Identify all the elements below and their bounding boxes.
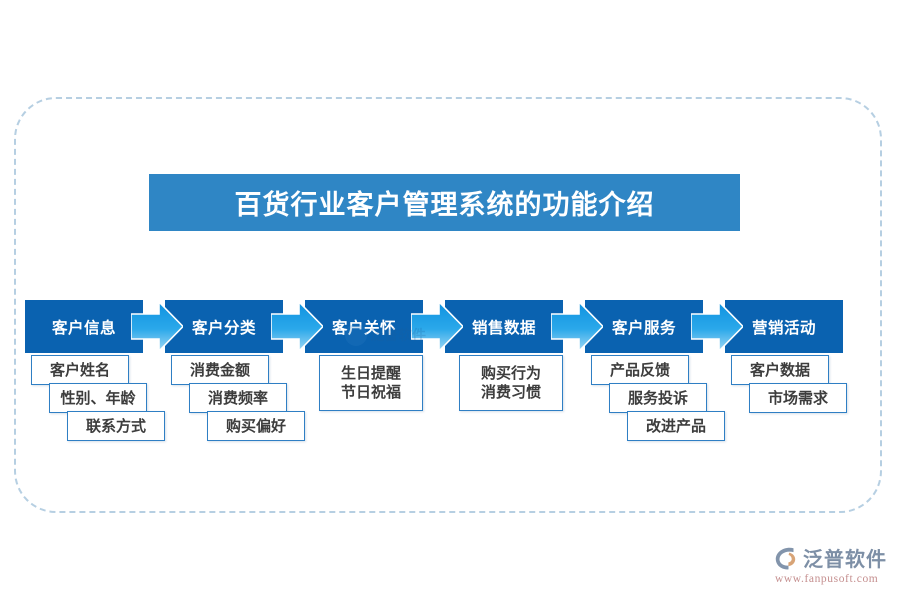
flow-item-label: 改进产品 bbox=[645, 417, 706, 435]
flow-item-box[interactable]: 购买行为消费习惯 bbox=[459, 355, 563, 411]
flow-column-header[interactable]: 客户信息 bbox=[25, 300, 143, 353]
flow-item-label: 客户数据 bbox=[749, 361, 810, 379]
flow-item-label: 消费频率 bbox=[207, 389, 268, 407]
flow-column-header[interactable]: 营销活动 bbox=[725, 300, 843, 353]
flow-column-header-label: 客户服务 bbox=[611, 319, 676, 337]
flow-item-label: 生日提醒 bbox=[340, 365, 401, 382]
flow-arrow-icon bbox=[551, 300, 603, 353]
process-flow-row: 客户信息客户姓名性别、年龄联系方式 客户分类消费金额消费频率购买偏好 客户关怀生日提… bbox=[25, 300, 865, 470]
flow-column-header[interactable]: 客户关怀 bbox=[305, 300, 423, 353]
fanpu-logo-icon bbox=[773, 545, 799, 571]
flow-arrow-icon bbox=[271, 300, 323, 353]
flow-item-box[interactable]: 消费金额 bbox=[171, 355, 269, 385]
title-banner: 百货行业客户管理系统的功能介绍 bbox=[149, 174, 740, 231]
flow-column-header[interactable]: 客户服务 bbox=[585, 300, 703, 353]
brand-logo: 泛普软件 www.fanpusoft.com bbox=[773, 543, 887, 585]
brand-logo-row: 泛普软件 bbox=[773, 543, 887, 572]
flow-item-label: 客户姓名 bbox=[49, 361, 110, 379]
flow-item-label: 节日祝福 bbox=[340, 384, 401, 401]
flow-arrow-icon bbox=[131, 300, 183, 353]
flow-item-label: 联系方式 bbox=[85, 417, 146, 435]
dashed-frame-border bbox=[14, 97, 882, 513]
flow-item-label: 消费习惯 bbox=[480, 384, 541, 401]
flow-column-header-label: 销售数据 bbox=[471, 319, 536, 337]
flow-item-box[interactable]: 客户姓名 bbox=[31, 355, 129, 385]
flow-item-box[interactable]: 购买偏好 bbox=[207, 411, 305, 441]
flow-item-box[interactable]: 性别、年龄 bbox=[49, 383, 147, 413]
brand-name: 泛普软件 bbox=[803, 549, 887, 571]
flow-item-box[interactable]: 服务投诉 bbox=[609, 383, 707, 413]
flow-item-label: 服务投诉 bbox=[627, 389, 688, 407]
flow-item-label: 性别、年龄 bbox=[60, 389, 136, 407]
flow-item-label: 消费金额 bbox=[189, 361, 250, 379]
flow-column-header[interactable]: 客户分类 bbox=[165, 300, 283, 353]
flow-item-label: 市场需求 bbox=[767, 389, 828, 407]
flow-arrow-icon bbox=[411, 300, 463, 353]
flow-item-box[interactable]: 联系方式 bbox=[67, 411, 165, 441]
flow-item-box[interactable]: 客户数据 bbox=[731, 355, 829, 385]
flow-item-label: 产品反馈 bbox=[609, 361, 670, 379]
flow-item-label: 购买偏好 bbox=[225, 417, 286, 435]
page-title: 百货行业客户管理系统的功能介绍 bbox=[234, 190, 655, 220]
flow-column-header-label: 客户关怀 bbox=[331, 319, 396, 337]
flow-column-header[interactable]: 销售数据 bbox=[445, 300, 563, 353]
brand-url: www.fanpusoft.com bbox=[775, 573, 879, 585]
flow-item-box[interactable]: 市场需求 bbox=[749, 383, 847, 413]
flow-arrow-icon bbox=[691, 300, 743, 353]
flow-item-box[interactable]: 改进产品 bbox=[627, 411, 725, 441]
flow-item-box[interactable]: 产品反馈 bbox=[591, 355, 689, 385]
flow-item-box[interactable]: 消费频率 bbox=[189, 383, 287, 413]
flow-item-box[interactable]: 生日提醒节日祝福 bbox=[319, 355, 423, 411]
flow-column-header-label: 客户分类 bbox=[191, 319, 256, 337]
flow-column-header-label: 客户信息 bbox=[51, 319, 116, 337]
flow-column-header-label: 营销活动 bbox=[751, 319, 816, 337]
flow-item-label: 购买行为 bbox=[480, 365, 541, 382]
